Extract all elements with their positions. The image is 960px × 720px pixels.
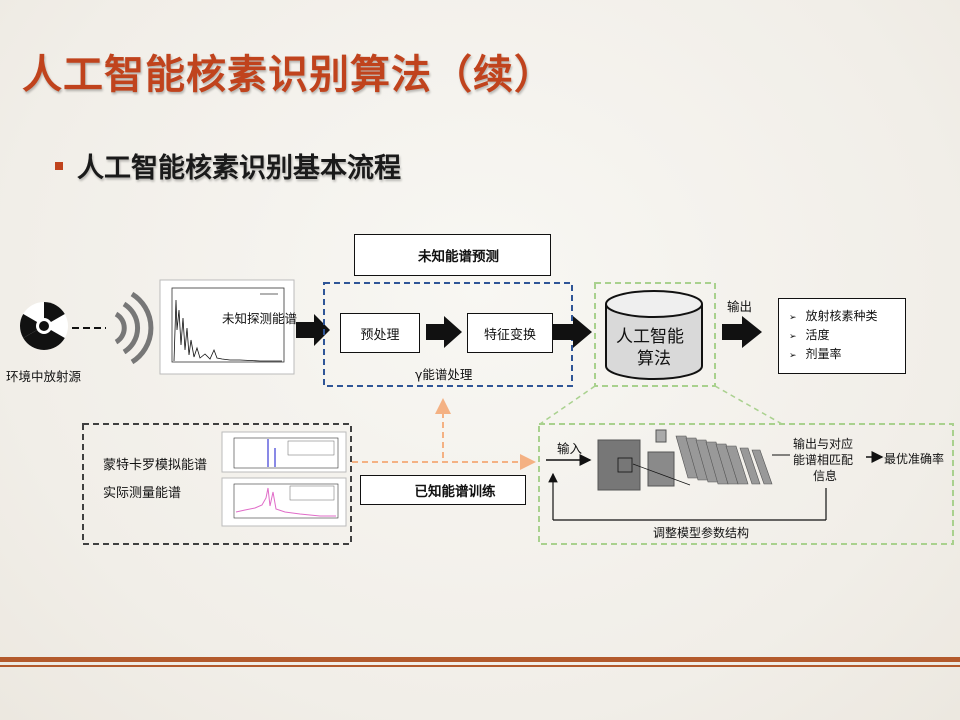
radiation-icon: [20, 302, 68, 351]
output-item: ➢放射核素种类: [789, 309, 878, 323]
signal-waves-icon: [114, 291, 154, 365]
measured-spectrum-label: 实际测量能谱: [103, 486, 182, 501]
unknown-spectrum-plot: [159, 279, 295, 375]
unknown-spectrum-label: 未知探测能谱: [222, 311, 298, 326]
output-list: ➢放射核素种类 ➢活度 ➢剂量率: [778, 298, 906, 374]
preprocess-label: 预处理: [360, 327, 400, 343]
footer-rule-thin: [0, 665, 960, 667]
measured-spectrum-plot: [221, 477, 347, 527]
adjust-model-label: 调整模型参数结构: [653, 526, 750, 540]
footer-rule-thick: [0, 657, 960, 662]
ai-label-line1: 人工智能: [616, 327, 684, 347]
bullet-icon: [55, 161, 63, 170]
feature-transform-box: 特征变换: [467, 313, 553, 353]
source-label: 环境中放射源: [6, 369, 82, 384]
simulated-spectrum-plot: [221, 431, 347, 473]
unknown-prediction-box: 未知能谱预测: [354, 234, 551, 276]
slide-title: 人工智能核素识别算法（续）: [22, 52, 555, 98]
output-item: ➢剂量率: [789, 347, 842, 361]
gamma-processing-label: γ能谱处理: [415, 367, 473, 382]
ai-cylinder: [605, 290, 703, 380]
input-label: 输入: [557, 441, 583, 456]
unknown-prediction-label: 未知能谱预测: [418, 249, 499, 265]
output-item: ➢活度: [789, 328, 830, 342]
output-label: 输出: [727, 299, 753, 314]
slide-subtitle: 人工智能核素识别基本流程: [77, 153, 401, 184]
preprocess-box: 预处理: [340, 313, 420, 353]
bullet-row: 人工智能核素识别基本流程: [55, 146, 401, 185]
simulated-spectrum-label: 蒙特卡罗模拟能谱: [103, 458, 208, 473]
known-training-label: 已知能谱训练: [414, 484, 496, 500]
best-accuracy-label: 最优准确率: [884, 452, 945, 466]
match-label: 输出与对应 能谱相匹配 信息: [793, 437, 854, 483]
cnn-diagram: [546, 429, 884, 521]
feature-transform-label: 特征变换: [483, 327, 536, 343]
known-training-box: 已知能谱训练: [360, 475, 526, 505]
ai-label-line2: 算法: [637, 349, 671, 369]
